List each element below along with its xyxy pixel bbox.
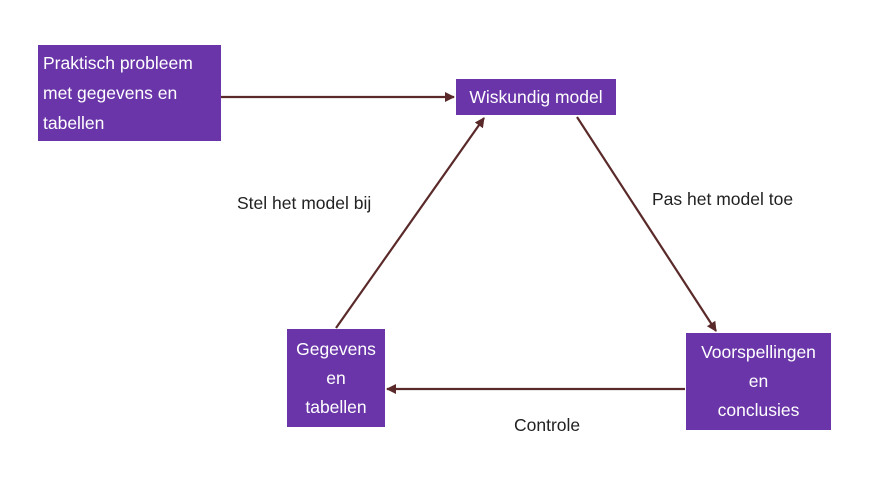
node-gegevens-line-1: Gegevens: [296, 338, 376, 359]
node-gegevens-line-3: tabellen: [305, 396, 367, 417]
node-voorspellingen-line-1: Voorspellingen: [701, 342, 816, 362]
node-praktisch-probleem: Praktisch probleem met gegevens en tabel…: [38, 45, 221, 141]
arrow-gegevens-to-model: [335, 117, 485, 329]
node-gegevens-tabellen: Gegevens en tabellen: [287, 329, 385, 427]
edge-label-pas-het-model-toe: Pas het model toe: [652, 189, 794, 209]
node-praktisch-line-2: met gegevens en: [43, 83, 178, 103]
node-voorspellingen-line-2: en: [748, 371, 769, 391]
node-voorspellingen-conclusies: Voorspellingen en conclusies: [686, 333, 831, 430]
edge-label-controle: Controle: [514, 415, 581, 435]
node-praktisch-line-1: Praktisch probleem: [43, 53, 193, 73]
arrow-model-to-voorspellingen: [576, 116, 717, 332]
node-wiskundig-model: Wiskundig model: [456, 79, 616, 115]
node-voorspellingen-line-3: conclusies: [717, 400, 800, 420]
node-gegevens-line-2: en: [326, 367, 346, 388]
edge-label-stel-het-model-bij: Stel het model bij: [237, 193, 372, 213]
node-model-label: Wiskundig model: [469, 87, 603, 107]
node-praktisch-line-3: tabellen: [43, 113, 105, 133]
